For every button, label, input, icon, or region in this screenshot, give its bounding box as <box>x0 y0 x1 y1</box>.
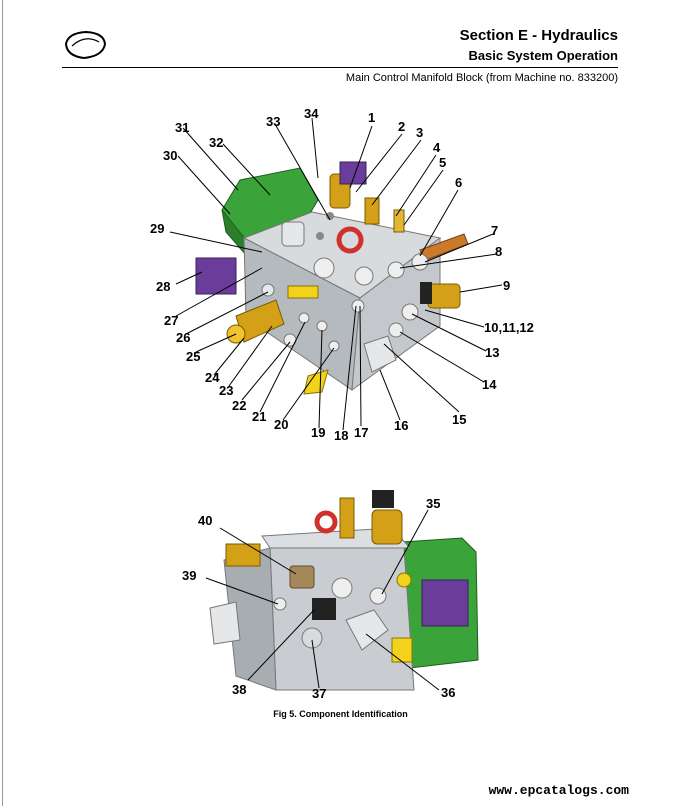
callout-35: 35 <box>426 496 440 511</box>
callout-33: 33 <box>266 114 280 129</box>
callout-15: 15 <box>452 412 466 427</box>
callout-34: 34 <box>304 106 319 121</box>
callout-14: 14 <box>482 377 497 392</box>
section-title: Section E - Hydraulics <box>459 27 618 44</box>
callout-9: 9 <box>503 278 510 293</box>
callout-21: 21 <box>252 409 266 424</box>
callout-22: 22 <box>232 398 246 413</box>
document-caption: Main Control Manifold Block (from Machin… <box>345 72 618 84</box>
callout-8: 8 <box>495 244 502 259</box>
callout-30: 30 <box>163 148 177 163</box>
subsection-title: Basic System Operation <box>468 48 618 63</box>
callout-36: 36 <box>441 685 455 700</box>
callout-13: 13 <box>485 345 499 360</box>
figure2-manifold-illustration <box>209 490 479 691</box>
callout-16: 16 <box>394 418 408 433</box>
callout-2: 2 <box>398 119 405 134</box>
callout-10-11-12: 10,11,12 <box>484 320 534 335</box>
callout-25: 25 <box>186 349 200 364</box>
callout-40: 40 <box>198 513 212 528</box>
figure-caption: Fig 5. Component Identification <box>273 709 408 719</box>
callout-38: 38 <box>232 682 246 697</box>
callout-39: 39 <box>182 568 196 583</box>
callout-19: 19 <box>311 425 325 440</box>
header-rule <box>62 67 618 68</box>
callout-7: 7 <box>491 223 498 238</box>
callout-1: 1 <box>368 110 375 125</box>
callout-26: 26 <box>176 330 190 345</box>
callout-5: 5 <box>439 155 446 170</box>
jcb-logo <box>64 30 107 60</box>
figure2-callouts: 35 36 37 38 39 40 <box>182 496 455 701</box>
callout-28: 28 <box>156 279 170 294</box>
callout-20: 20 <box>274 417 288 432</box>
callout-32: 32 <box>209 135 223 150</box>
callout-27: 27 <box>164 313 178 328</box>
callout-37: 37 <box>312 686 326 701</box>
callout-29: 29 <box>150 221 164 236</box>
callout-24: 24 <box>205 370 220 385</box>
callout-18: 18 <box>334 428 348 443</box>
watermark: www.epcatalogs.com <box>488 783 629 798</box>
figure2-leader-lines <box>205 509 440 691</box>
callout-4: 4 <box>433 140 441 155</box>
callout-23: 23 <box>219 383 233 398</box>
callout-31: 31 <box>175 120 189 135</box>
figure1-callouts: 1 2 3 4 5 6 7 8 9 10,11,12 13 14 15 16 1… <box>150 106 534 443</box>
callout-3: 3 <box>416 125 423 140</box>
page-left-edge <box>2 0 3 806</box>
figure1-leader-lines <box>169 117 503 431</box>
figure1-manifold-illustration <box>195 161 469 395</box>
callout-6: 6 <box>455 175 462 190</box>
callout-17: 17 <box>354 425 368 440</box>
